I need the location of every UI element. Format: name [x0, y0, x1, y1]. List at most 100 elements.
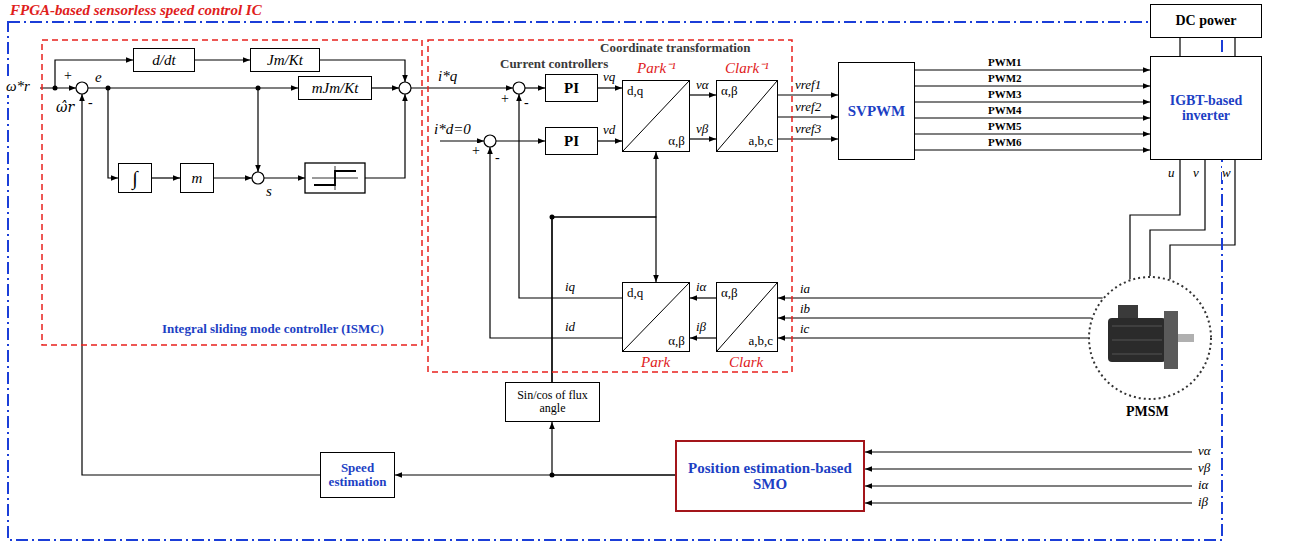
signal-name: i*d=0 [434, 121, 471, 138]
edge-label: vq [603, 70, 615, 84]
signal-wire [519, 94, 622, 298]
connector [778, 297, 1103, 298]
connector [1130, 160, 1180, 279]
dc-power-box: DC power [1150, 4, 1262, 38]
edge-label: ib [800, 302, 810, 316]
connector [395, 474, 675, 475]
node-text: DC power [1175, 13, 1236, 28]
node-text: IGBT-based inverter [1155, 93, 1257, 124]
sign-function-block [312, 166, 358, 190]
signal-name: ω̂r [56, 100, 74, 115]
summing-junction [484, 135, 496, 147]
sign-function-block [305, 163, 365, 193]
ic-boundary: FPGA-based sensorless speed control ICIn… [8, 22, 1222, 540]
signal-wire [257, 88, 258, 172]
node-text: α,β [721, 286, 738, 300]
transform-block: α,βa,b,cClark [716, 282, 778, 352]
sign-mark: + [501, 91, 509, 106]
edge-label: vref1 [795, 78, 821, 92]
node-text: Sin/cos of flux angle [510, 389, 595, 415]
node-text: Clark⁻¹ [725, 60, 769, 77]
connector [1150, 160, 1205, 276]
pi-controller: PI [545, 127, 598, 155]
edge-label: PWM4 [988, 104, 1022, 116]
node-text: d,q [627, 84, 643, 98]
connector [690, 138, 716, 139]
connector [778, 317, 1091, 318]
summing-junction [399, 82, 411, 94]
node-text: Integral sliding mode controller (ISMC) [162, 322, 384, 336]
motor-illustration [1118, 305, 1138, 318]
signal-wire [214, 177, 252, 178]
signal-name: iq [565, 280, 575, 294]
node-text: Park [641, 354, 670, 371]
junction-dot [256, 86, 261, 91]
transform-block: d,qα,βPark [622, 282, 690, 352]
signal-name: vα [1198, 444, 1211, 458]
signal-wire [496, 140, 545, 141]
signal-wire [88, 87, 298, 88]
speed-estimation-block: Speed estimation [320, 452, 395, 498]
node-text: α,β [721, 84, 738, 98]
connector [598, 140, 622, 141]
node-outline [1088, 276, 1212, 422]
signal-wire [82, 94, 320, 475]
signal-wire [490, 147, 622, 338]
edge-label: PWM6 [988, 136, 1022, 148]
node-text: α,β [668, 334, 685, 348]
signal-wire [108, 88, 118, 178]
svpwm-block: SVPWM [838, 62, 915, 160]
signal-name: ω*r [6, 78, 30, 95]
node-text: PI [564, 80, 579, 97]
edge-label: vref2 [795, 100, 821, 114]
signal-wire [40, 60, 1192, 503]
inverter-box: IGBT-based inverter [1150, 56, 1262, 160]
region-border [42, 40, 422, 345]
node-text: a,b,c [748, 334, 773, 348]
connector [915, 101, 1150, 102]
node-text: PI [564, 133, 579, 150]
edge-label: vβ [696, 122, 708, 136]
node-text: Coordinate transformation [600, 41, 751, 55]
node-text: FPGA-based sensorless speed control IC [10, 2, 262, 19]
edge-label: w [1222, 166, 1231, 180]
signal-wire [264, 177, 305, 178]
connector [915, 69, 1150, 70]
signal-wire [440, 140, 484, 141]
node-text: α,β [668, 134, 685, 148]
node-text: PMSM [1126, 404, 1169, 419]
node-text: d,q [627, 286, 643, 300]
connector [195, 59, 250, 60]
node-text: a,b,c [748, 134, 773, 148]
connector [690, 94, 716, 95]
sincos-block: Sin/cos of flux angle [505, 382, 600, 422]
motor-outline [1089, 277, 1211, 399]
signal-wire [40, 87, 76, 88]
connector [1170, 160, 1235, 279]
sign-mark: - [88, 95, 93, 110]
node-text: ∫ [132, 167, 137, 189]
node-text: Clark [729, 354, 763, 371]
smo-block: Position estimation-based SMO [675, 440, 865, 512]
edge-label: PWM5 [988, 120, 1022, 132]
diagonal-line [717, 81, 777, 151]
connector [1179, 38, 1180, 56]
connector [915, 149, 1150, 150]
junction-dot [53, 86, 555, 478]
sign-mark: + [472, 143, 480, 158]
node-text: Current controllers [500, 57, 608, 71]
ismc-region: Integral sliding mode controller (ISMC)d… [42, 40, 422, 345]
sign-mark: - [495, 150, 500, 165]
signal-wire [865, 502, 1192, 503]
motor-illustration [1164, 311, 1178, 369]
signal-wire [365, 94, 405, 178]
integrator-block: ∫ [118, 163, 152, 193]
edge-label: PWM2 [988, 72, 1022, 84]
connector [778, 337, 1088, 338]
gain-block: mJm/Kt [298, 76, 372, 100]
node-text: Park⁻¹ [637, 60, 676, 77]
edge-label: v [1193, 166, 1199, 180]
junction-dot [53, 86, 58, 91]
node-text: m [192, 170, 203, 187]
signal-wire [865, 468, 1192, 469]
